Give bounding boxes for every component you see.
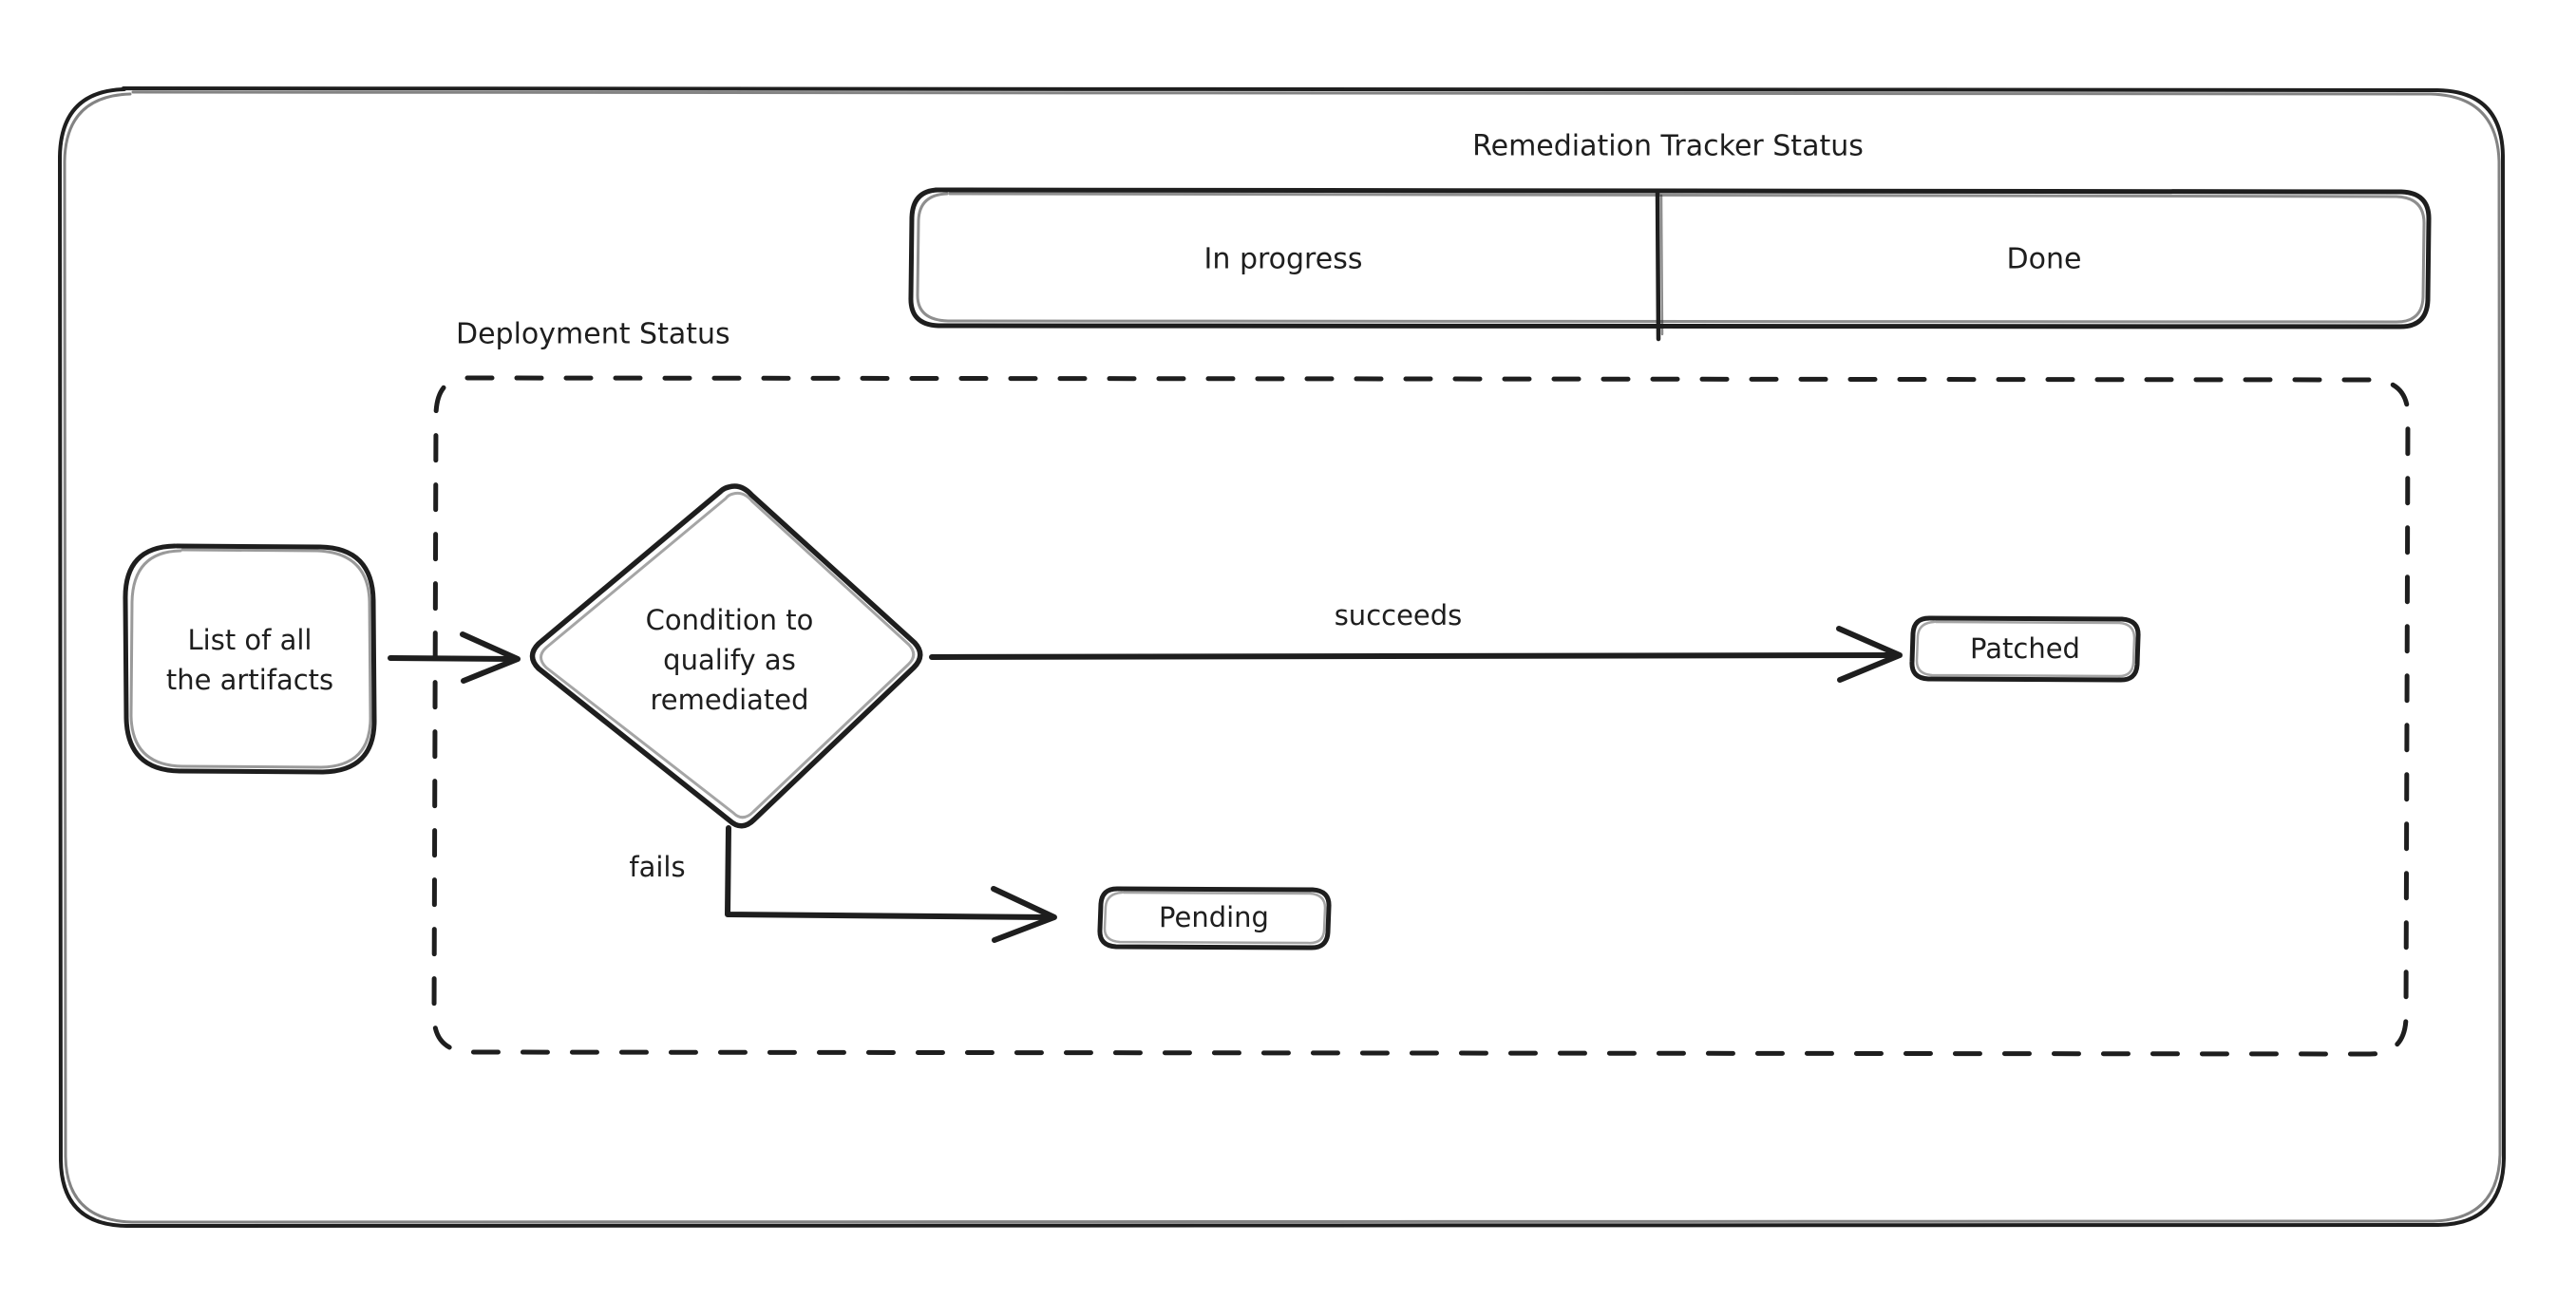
node-condition-line-3: remediated	[650, 684, 808, 716]
edge-condition-to-pending: fails	[629, 825, 1057, 943]
node-pending[interactable]: Pending	[1097, 886, 1332, 951]
node-artifacts-line-2: the artifacts	[166, 664, 333, 696]
node-pending-label: Pending	[1159, 901, 1269, 933]
tracker-cell-in-progress[interactable]	[914, 193, 1657, 326]
tracker-cell-done-label: Done	[2007, 243, 2082, 276]
edge-succeeds-label: succeeds	[1335, 599, 1463, 631]
node-patched-label: Patched	[1970, 632, 2080, 665]
tracker-cell-divider	[1655, 188, 1664, 342]
tracker-status-bar: In progress Done	[908, 187, 2432, 342]
tracker-title: Remediation Tracker Status	[1472, 130, 1864, 163]
outer-frame	[58, 86, 2506, 1228]
node-condition[interactable]: Condition to qualify as remediated	[529, 483, 923, 829]
edge-artifacts-to-condition	[388, 631, 521, 684]
node-patched[interactable]: Patched	[1909, 615, 2141, 683]
deployment-status-label: Deployment Status	[456, 318, 730, 351]
node-artifacts-line-1: List of all	[188, 624, 313, 656]
tracker-cell-in-progress-label: In progress	[1204, 243, 1363, 276]
node-condition-line-1: Condition to	[646, 604, 814, 636]
tracker-cell-done[interactable]	[1660, 195, 2428, 326]
edge-condition-to-patched: succeeds	[929, 599, 1903, 683]
node-condition-line-2: qualify as	[663, 644, 796, 676]
deployment-status-container	[431, 375, 2411, 1057]
edge-fails-label: fails	[629, 851, 685, 883]
node-artifacts[interactable]: List of all the artifacts	[123, 543, 377, 775]
